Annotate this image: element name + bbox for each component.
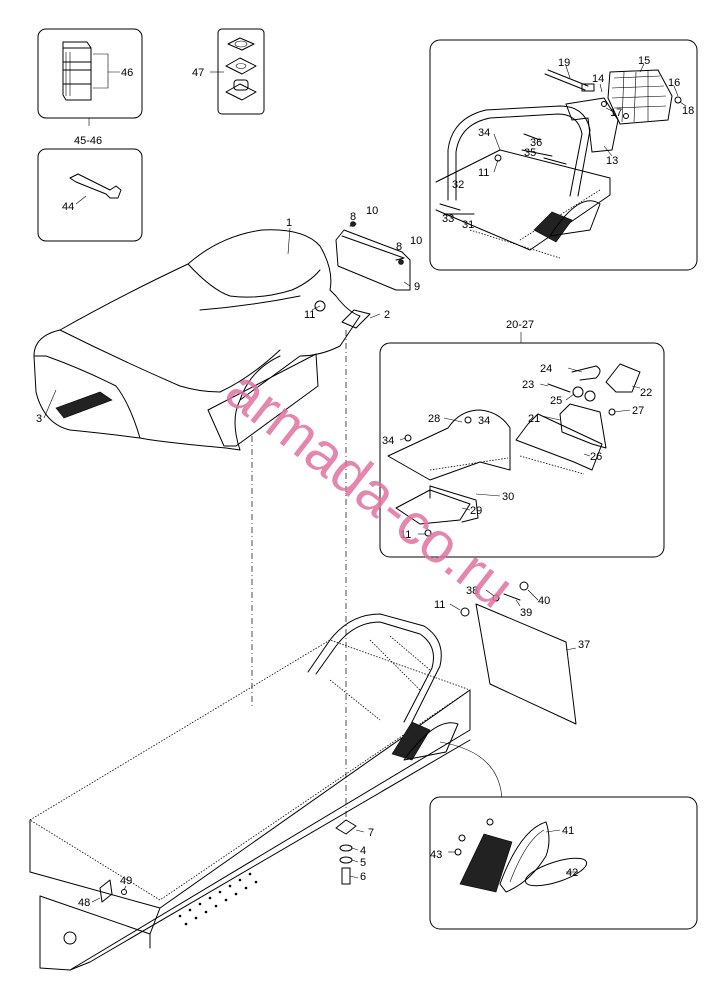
callout-10-upper: 10	[366, 205, 378, 217]
callout-9: 9	[414, 281, 420, 293]
callout-15: 15	[638, 55, 650, 67]
callout-11-bracket: 11	[400, 529, 411, 541]
callout-33: 33	[442, 213, 454, 225]
callout-5: 5	[360, 857, 366, 869]
callout-13: 13	[606, 155, 618, 167]
group-label-20-27: 20-27	[506, 319, 534, 331]
callout-26: 26	[590, 451, 602, 463]
callout-27: 27	[632, 405, 644, 417]
group-label-45-46: 45-46	[74, 135, 102, 147]
callout-37: 37	[578, 639, 590, 651]
callout-6: 6	[360, 871, 366, 883]
callout-23: 23	[522, 379, 534, 391]
callout-22: 22	[640, 387, 652, 399]
callout-36: 36	[530, 137, 542, 149]
callout-34-mid: 34	[478, 415, 490, 427]
callout-16: 16	[668, 77, 680, 89]
tunnel-vent-holes	[178, 872, 258, 926]
callout-1: 1	[286, 217, 292, 229]
inset-box-reflector: 43 41 42	[429, 796, 698, 930]
inset-box-taillight: 19 14 15 16 17 18 34 36 35 13 11 32 33 3…	[429, 39, 698, 271]
callout-24: 24	[540, 363, 552, 375]
callout-46: 46	[121, 67, 133, 79]
callout-42: 42	[566, 867, 578, 879]
callout-4: 4	[360, 845, 366, 857]
callout-32: 32	[452, 179, 464, 191]
tunnel-chassis: 7 4 5 6 48 49	[29, 613, 503, 971]
callout-44: 44	[62, 201, 74, 213]
callout-49: 49	[120, 875, 132, 887]
callout-39: 39	[520, 607, 532, 619]
callout-11-top: 11	[478, 167, 489, 179]
callout-25: 25	[550, 395, 562, 407]
callout-11-flap: 11	[434, 599, 445, 611]
callout-38: 38	[466, 585, 478, 597]
callout-7: 7	[368, 827, 374, 839]
inset-box-45-46: 46 45-46	[37, 28, 143, 147]
callout-11-seat: 11	[304, 309, 315, 321]
callout-40: 40	[538, 595, 550, 607]
callout-28: 28	[428, 413, 440, 425]
seat-assembly: 1 2 3 8 10 8 10 9 11	[33, 205, 422, 451]
callout-41: 41	[562, 825, 574, 837]
inset-box-44: 44	[37, 148, 143, 242]
callout-35: 35	[524, 147, 536, 159]
callout-3: 3	[36, 413, 42, 425]
callout-29: 29	[470, 505, 482, 517]
callout-18: 18	[682, 105, 694, 117]
callout-34-top: 34	[478, 127, 490, 139]
callout-47: 47	[192, 67, 204, 79]
callout-17: 17	[610, 107, 622, 119]
inset-box-20-27: 20-27	[379, 319, 665, 558]
callout-19: 19	[558, 57, 570, 69]
callout-30: 30	[502, 491, 514, 503]
callout-8-lower: 8	[396, 241, 402, 253]
callout-43: 43	[430, 849, 442, 861]
callout-21: 21	[528, 413, 540, 425]
callout-8-upper: 8	[350, 211, 356, 223]
callout-14: 14	[592, 73, 604, 85]
callout-34-left: 34	[382, 435, 394, 447]
callout-10-lower: 10	[410, 235, 422, 247]
inset-box-47: 47	[192, 28, 265, 115]
snow-flap: 11 38 39 40 37	[434, 581, 590, 725]
callout-48: 48	[78, 897, 90, 909]
callout-31: 31	[462, 219, 474, 231]
callout-2: 2	[384, 309, 390, 321]
